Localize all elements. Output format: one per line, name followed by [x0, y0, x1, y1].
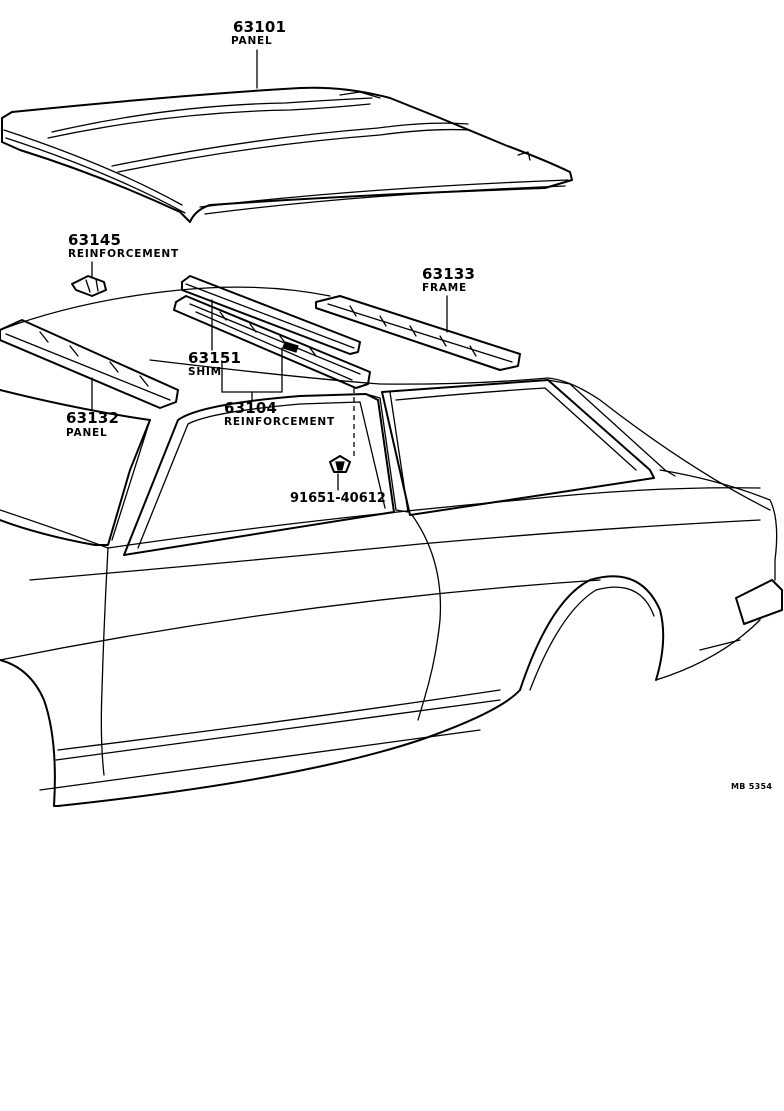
car-body-outline: [0, 286, 783, 807]
drawing-code: MB 5354: [731, 782, 773, 791]
clip-91651-40612-drawing: [329, 455, 351, 473]
part-number-clip: 91651-40612: [290, 491, 386, 506]
part-number-63151: 63151: [188, 349, 242, 367]
roof-panel-63101-drawing: [1, 86, 573, 223]
part-number-63132: 63132: [66, 409, 120, 427]
part-number-63104: 63104: [224, 399, 278, 417]
part-name-63151: SHIM: [188, 366, 222, 378]
part-name-63104: REINFORCEMENT: [224, 416, 335, 428]
part-name-63132: PANEL: [66, 427, 108, 439]
frame-63133-drawing: [315, 295, 521, 371]
reinforcement-63145-drawing: [71, 275, 107, 297]
part-name-63145: REINFORCEMENT: [68, 248, 179, 260]
part-number-63133: 63133: [422, 265, 476, 283]
part-number-63101: 63101: [233, 18, 287, 36]
part-number-63145: 63145: [68, 231, 122, 249]
reinforcement-63104-drawing: [173, 295, 371, 389]
panel-63132-drawing: [0, 319, 179, 409]
part-name-63101: PANEL: [231, 35, 273, 47]
part-name-63133: FRAME: [422, 282, 468, 294]
